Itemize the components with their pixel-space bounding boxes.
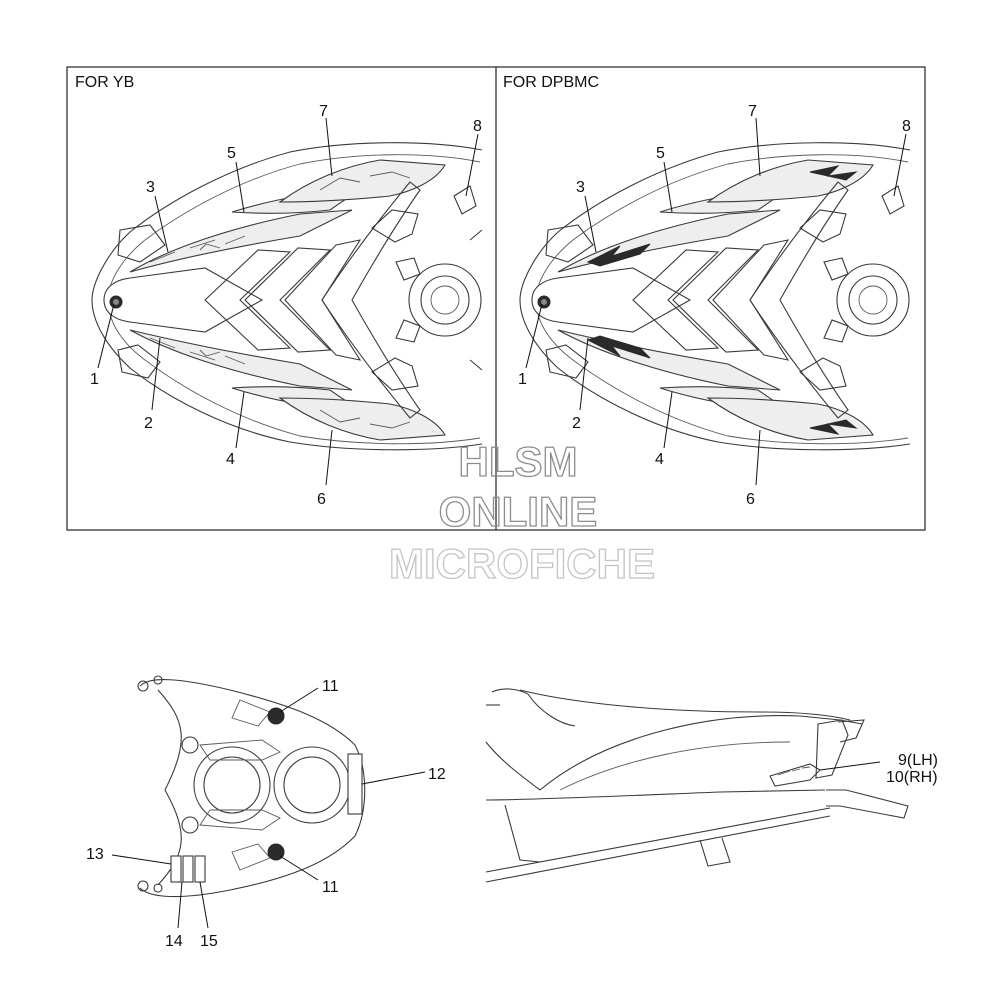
hood-drawing-dpbmc bbox=[519, 142, 911, 451]
rear-side-view bbox=[485, 688, 909, 883]
callout-5-dpbmc: 5 bbox=[656, 145, 665, 162]
watermark-line-2: ONLINE bbox=[439, 488, 598, 535]
decal-12 bbox=[347, 753, 363, 815]
callout-8-yb: 8 bbox=[473, 118, 482, 135]
callout-14: 14 bbox=[165, 933, 183, 950]
callout-6-dpbmc: 6 bbox=[746, 491, 755, 508]
callout-7-yb: 7 bbox=[319, 103, 328, 120]
watermark-line-1: HLSM bbox=[459, 438, 578, 485]
callout-13: 13 bbox=[86, 846, 104, 863]
top-panels: FOR YB FOR DPBMC bbox=[66, 66, 926, 531]
callout-6-yb: 6 bbox=[317, 491, 326, 508]
rear-deck-top-view bbox=[137, 675, 366, 898]
panel-title-dpbmc: FOR DPBMC bbox=[503, 74, 599, 91]
callout-12: 12 bbox=[428, 766, 446, 783]
callout-11-lower: 11 bbox=[322, 879, 339, 896]
callouts-side-view: 9(LH) 10(RH) bbox=[819, 752, 938, 786]
callouts-dpbmc: 1 2 3 4 5 6 7 8 bbox=[518, 103, 911, 508]
watermark: HLSM ONLINE MICROFICHE bbox=[388, 437, 655, 587]
callouts-yb: 1 2 3 4 5 6 7 8 bbox=[90, 103, 482, 508]
watermark-line-3: MICROFICHE bbox=[389, 540, 655, 587]
callout-10: 10(RH) bbox=[886, 769, 938, 786]
callout-7-dpbmc: 7 bbox=[748, 103, 757, 120]
callout-4-dpbmc: 4 bbox=[655, 451, 664, 468]
hood-drawing-yb bbox=[91, 142, 483, 451]
callout-5-yb: 5 bbox=[227, 145, 236, 162]
label-14 bbox=[182, 855, 194, 883]
callout-1-dpbmc: 1 bbox=[518, 371, 527, 388]
callout-4-yb: 4 bbox=[226, 451, 235, 468]
callout-9: 9(LH) bbox=[898, 752, 938, 769]
callout-3-yb: 3 bbox=[146, 179, 155, 196]
callouts-rear-deck: 11 11 12 13 14 15 bbox=[86, 678, 446, 950]
label-15 bbox=[194, 855, 206, 883]
label-13 bbox=[170, 855, 182, 883]
callout-15: 15 bbox=[200, 933, 218, 950]
callout-11-upper: 11 bbox=[322, 678, 339, 695]
callout-3-dpbmc: 3 bbox=[576, 179, 585, 196]
callout-2-yb: 2 bbox=[144, 415, 153, 432]
callout-1-yb: 1 bbox=[90, 371, 99, 388]
decal-9-10 bbox=[769, 763, 821, 787]
panel-title-yb: FOR YB bbox=[75, 74, 134, 91]
callout-2-dpbmc: 2 bbox=[572, 415, 581, 432]
callout-8-dpbmc: 8 bbox=[902, 118, 911, 135]
